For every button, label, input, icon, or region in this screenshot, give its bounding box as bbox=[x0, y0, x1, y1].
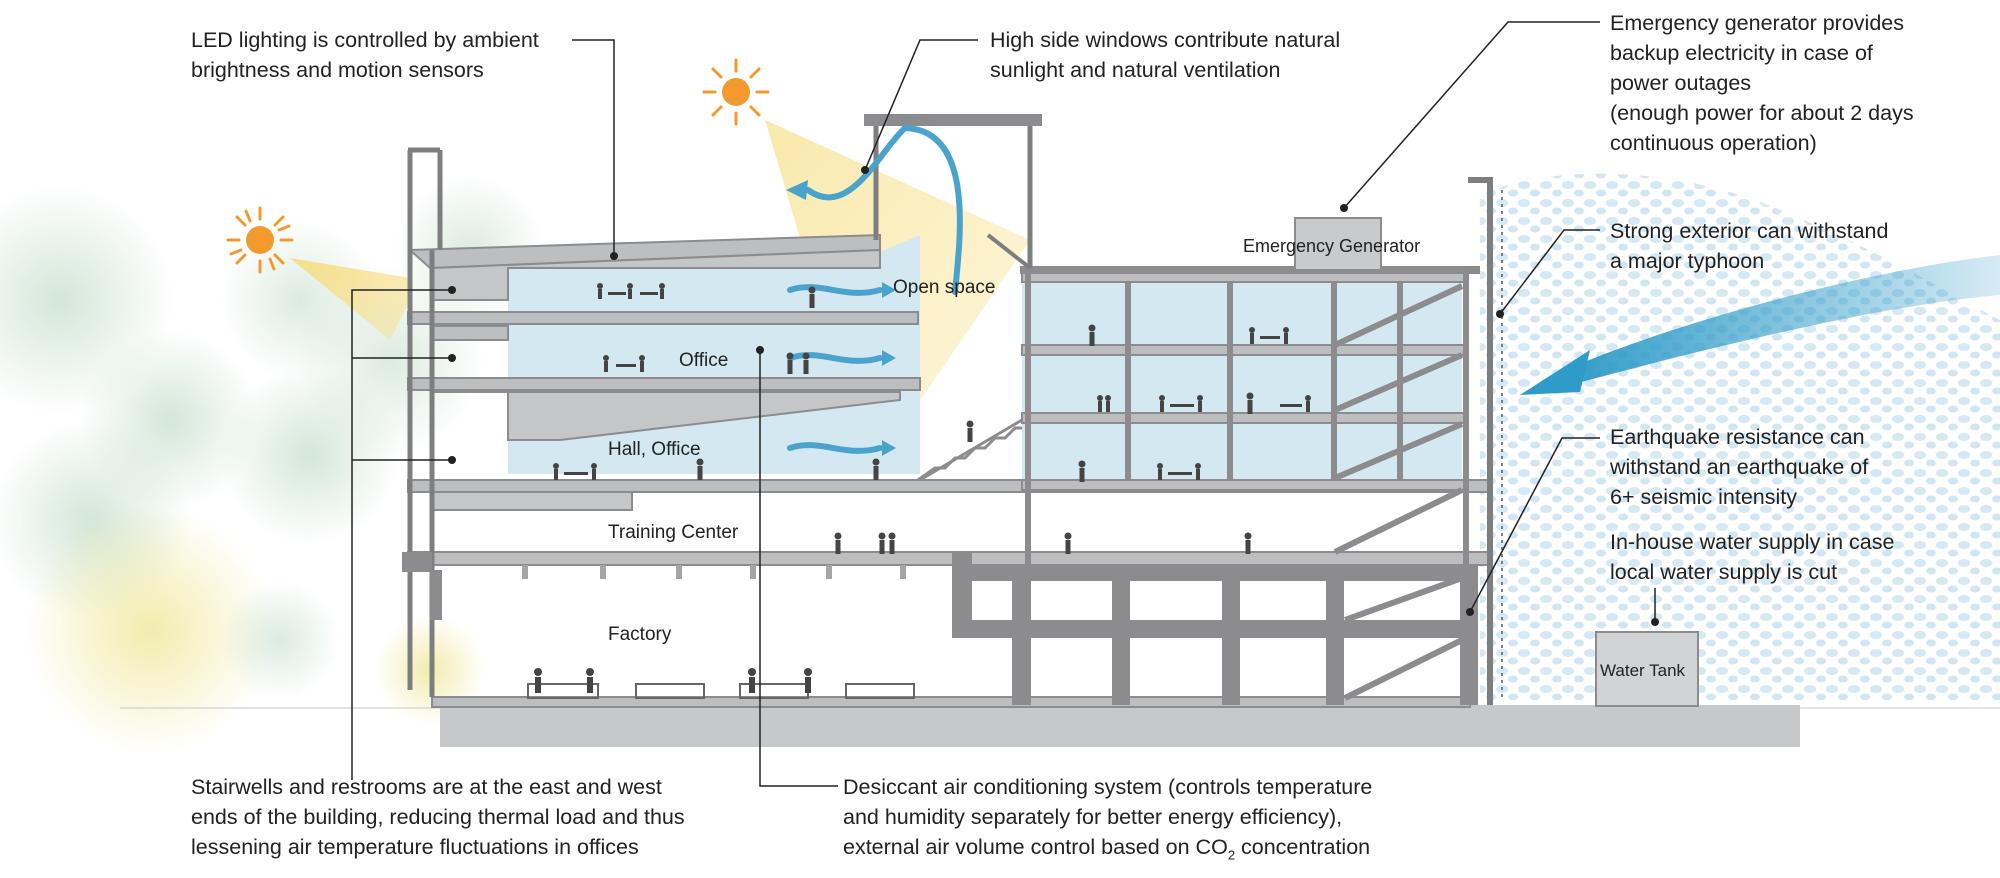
room-label-open-space: Open space bbox=[893, 277, 995, 298]
note-desiccant-ac: Desiccant air conditioning system (contr… bbox=[843, 772, 1372, 870]
note-line: 6+ seismic intensity bbox=[1610, 485, 1798, 509]
note-text: concentration bbox=[1235, 835, 1371, 859]
note-line: external air volume control based on CO2… bbox=[843, 832, 1372, 870]
leader-lines bbox=[351, 21, 1656, 787]
note-line: LED lighting is controlled by ambient bbox=[191, 28, 539, 52]
note-line: local water supply is cut bbox=[1610, 560, 1838, 584]
room-label-office: Office bbox=[679, 350, 728, 371]
room-label-factory: Factory bbox=[608, 624, 672, 645]
note-line: Desiccant air conditioning system (contr… bbox=[843, 775, 1373, 799]
note-line: a major typhoon bbox=[1610, 249, 1765, 273]
note-line: Stairwells and restrooms are at the east… bbox=[191, 775, 662, 799]
note-line: (enough power for about 2 days bbox=[1610, 101, 1914, 125]
note-stairwells: Stairwells and restrooms are at the east… bbox=[191, 772, 685, 862]
room-label-water-tank: Water Tank bbox=[1600, 661, 1686, 680]
note-line: Strong exterior can withstand bbox=[1610, 219, 1889, 243]
note-line: sunlight and natural ventilation bbox=[990, 58, 1281, 82]
sun-icon bbox=[226, 206, 294, 274]
note-line: High side windows contribute natural bbox=[990, 28, 1341, 52]
wind-arrow-icon bbox=[1520, 255, 2000, 395]
note-water-supply: In-house water supply in case local wate… bbox=[1610, 527, 1894, 587]
seismic-braces bbox=[1333, 283, 1464, 701]
room-label-hall-office: Hall, Office bbox=[608, 439, 701, 460]
note-line: withstand an earthquake of bbox=[1610, 455, 1869, 479]
note-line: brightness and motion sensors bbox=[191, 58, 484, 82]
note-line: ends of the building, reducing thermal l… bbox=[191, 805, 685, 829]
sun-icon bbox=[702, 58, 770, 126]
note-led-lighting: LED lighting is controlled by ambient br… bbox=[191, 25, 539, 85]
person-icon bbox=[534, 283, 1311, 693]
note-line: continuous operation) bbox=[1610, 131, 1817, 155]
emergency-generator-box bbox=[1294, 217, 1382, 271]
note-emergency-generator: Emergency generator provides backup elec… bbox=[1610, 8, 1914, 158]
note-earthquake: Earthquake resistance can withstand an e… bbox=[1610, 422, 1868, 512]
east-lower-frame bbox=[952, 565, 1478, 705]
co2-subscript: 2 bbox=[1227, 847, 1236, 863]
note-typhoon: Strong exterior can withstand a major ty… bbox=[1610, 216, 1888, 276]
room-label-training-center: Training Center bbox=[608, 522, 739, 543]
water-tank-box bbox=[1595, 631, 1699, 707]
note-text: external air volume control based on CO bbox=[843, 835, 1228, 859]
note-line: and humidity separately for better energ… bbox=[843, 805, 1343, 829]
room-label-emergency-generator: Emergency Generator bbox=[1243, 236, 1420, 256]
factory-workbenches bbox=[527, 683, 915, 699]
note-high-side-windows: High side windows contribute natural sun… bbox=[990, 25, 1340, 85]
foliage-background bbox=[0, 175, 545, 755]
ground bbox=[440, 705, 1800, 747]
note-line: backup electricity in case of bbox=[1610, 41, 1873, 65]
airflow-arrow-icon bbox=[787, 125, 963, 454]
note-line: Earthquake resistance can bbox=[1610, 425, 1865, 449]
note-line: In-house water supply in case bbox=[1610, 530, 1895, 554]
note-line: power outages bbox=[1610, 71, 1752, 95]
note-line: Emergency generator provides bbox=[1610, 11, 1904, 35]
atrium-stair bbox=[917, 418, 1023, 482]
note-line: lessening air temperature fluctuations i… bbox=[191, 835, 639, 859]
